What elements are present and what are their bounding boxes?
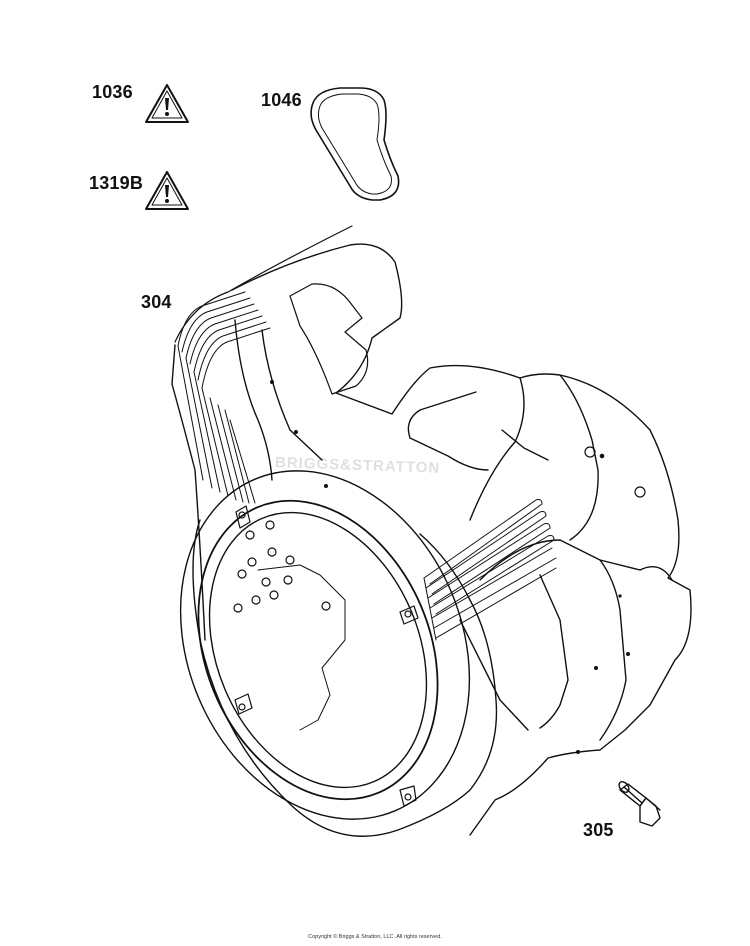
screw-305	[618, 781, 661, 827]
part-label-1319b: 1319B	[89, 173, 144, 193]
warning-decal-1036-icon	[145, 84, 189, 123]
part-label-1046: 1046	[261, 90, 302, 110]
part-label-1036: 1036	[92, 82, 133, 102]
warning-decal-1319b-icon	[145, 171, 189, 210]
part-label-305: 305	[583, 820, 614, 840]
decal-pad-1046	[310, 87, 400, 201]
copyright-notice: Copyright © Briggs & Stratton, LLC. All …	[308, 934, 442, 940]
blower-housing-304	[171, 225, 692, 837]
mounting-studs	[234, 505, 419, 807]
part-label-304: 304	[141, 292, 172, 312]
left-cooling-fins	[177, 291, 271, 504]
ventilation-holes	[233, 520, 331, 613]
